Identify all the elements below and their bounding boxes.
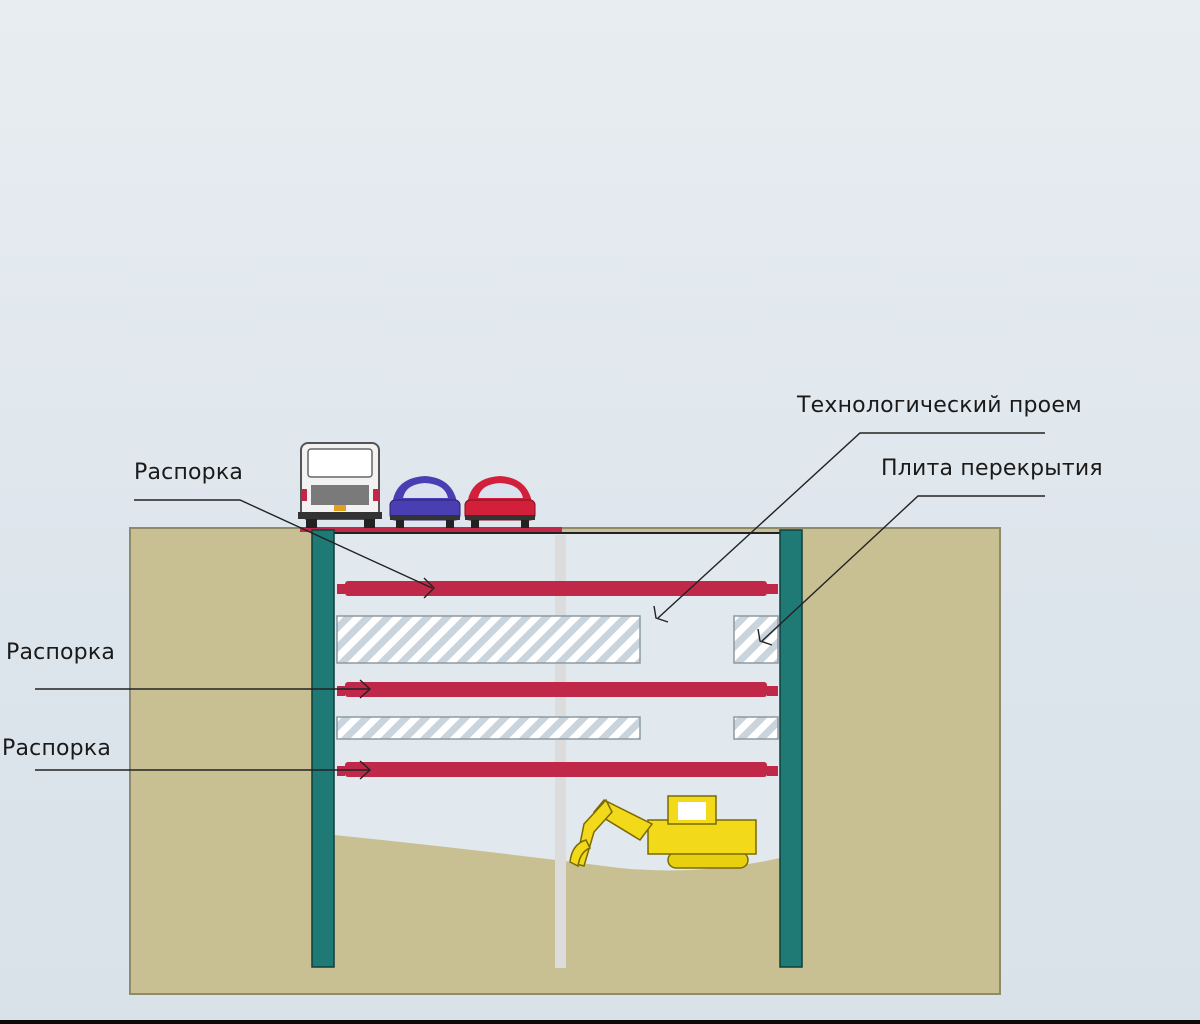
- leader-tech-opening-arrow: [653, 605, 669, 623]
- strut-middle: [337, 682, 778, 697]
- strut-bottom: [337, 762, 778, 777]
- leader-lines: [35, 432, 1045, 780]
- floor-slab-lower-right: [733, 716, 779, 740]
- leader-floor-slab: [761, 495, 1045, 642]
- excavator-icon: [569, 795, 757, 869]
- wall-right: [779, 529, 803, 968]
- leader-strut-top: [134, 499, 433, 589]
- car-icon-red: [464, 476, 536, 528]
- center-column: [555, 535, 566, 968]
- floor-slab-upper-right: [733, 615, 779, 664]
- floor-slab-lower-left: [336, 716, 641, 740]
- car-icon-blue: [389, 476, 461, 528]
- leader-strut-middle-arrow: [359, 679, 372, 699]
- label-strut-bottom: Распорка: [2, 736, 112, 761]
- floor-slab-upper-left: [336, 615, 641, 664]
- leader-strut-bottom-arrow: [359, 760, 372, 780]
- bus-icon: [298, 442, 382, 528]
- label-strut-top: Распорка: [134, 460, 244, 485]
- strut-top: [337, 581, 778, 596]
- leader-strut-top-arrow: [423, 577, 435, 599]
- label-tech-opening: Технологический проем: [797, 393, 1082, 418]
- leader-floor-slab-arrow: [757, 628, 773, 646]
- leader-tech-opening: [657, 432, 1045, 619]
- top-deck: [300, 527, 562, 532]
- label-strut-middle: Распорка: [6, 640, 116, 665]
- wall-left: [311, 529, 335, 968]
- bottom-border: [0, 1020, 1200, 1024]
- label-floor-slab: Плита перекрытия: [881, 456, 1103, 481]
